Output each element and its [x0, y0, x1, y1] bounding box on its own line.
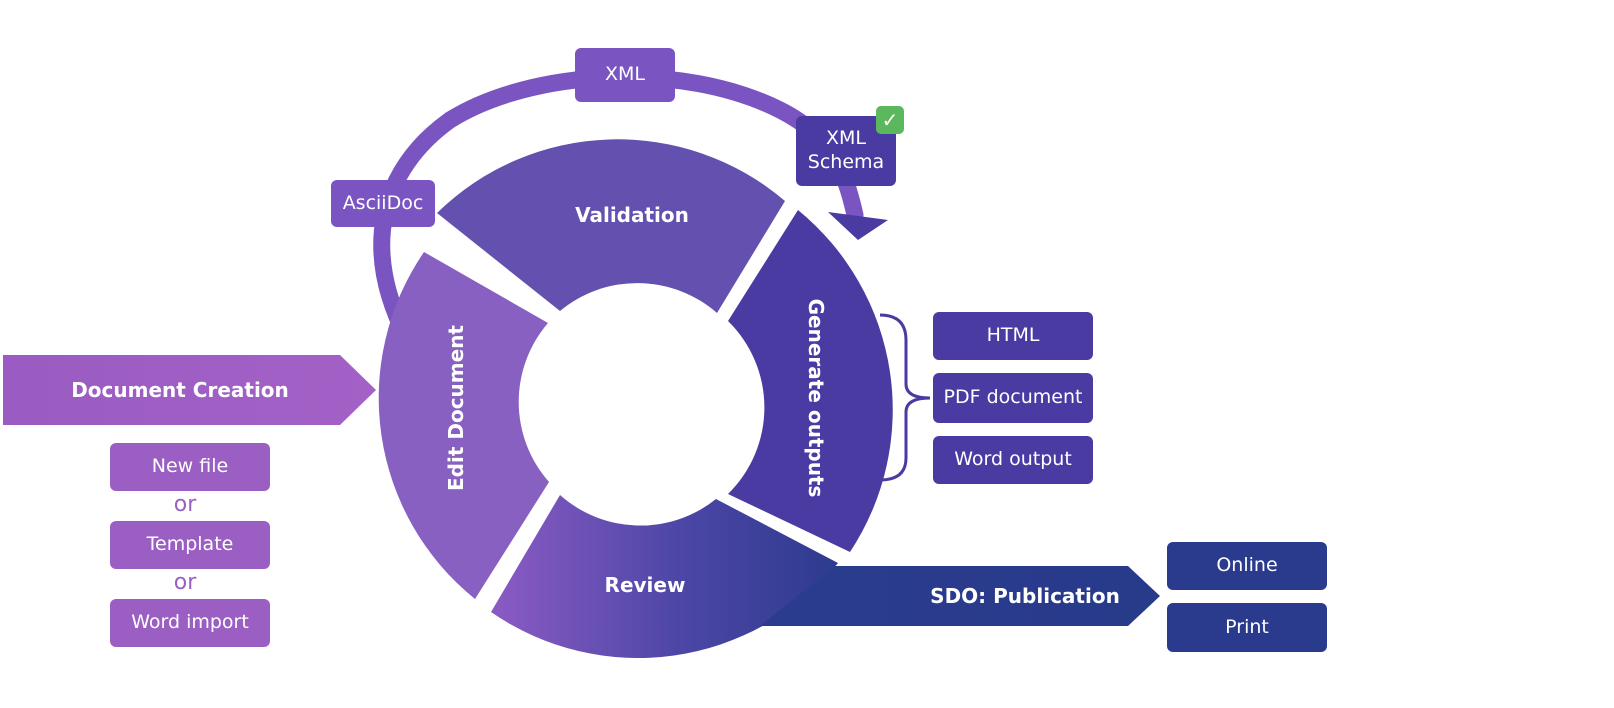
output-pdf-label: PDF document: [943, 386, 1083, 409]
option-new-file-label: New file: [151, 455, 229, 478]
output-word: Word output: [933, 436, 1093, 484]
publication-title: SDO: Publication: [930, 584, 1120, 608]
segment-validation-shape: [437, 139, 785, 313]
or-separator-1: or: [173, 492, 197, 517]
asciidoc-tag: AsciiDoc: [331, 180, 435, 227]
outputs-bracket: [879, 313, 931, 482]
option-template: Template: [110, 521, 270, 569]
segment-edit-document-shape: [378, 252, 549, 599]
channel-print-label: Print: [1225, 615, 1269, 638]
xml-schema-label-line2: Schema: [807, 151, 885, 173]
option-word-import-label: Word import: [131, 611, 249, 634]
option-word-import: Word import: [110, 599, 270, 647]
segment-edit-document-label: Edit Document: [444, 325, 468, 491]
segment-validation-label: Validation: [575, 203, 689, 227]
pipeline-arrowhead: [828, 212, 888, 240]
checkmark-icon: ✓: [876, 106, 904, 134]
output-html-label: HTML: [986, 324, 1040, 347]
output-pdf: PDF document: [933, 373, 1093, 423]
channel-online-label: Online: [1216, 554, 1278, 577]
asciidoc-label: AsciiDoc: [342, 191, 424, 214]
channel-online: Online: [1167, 542, 1327, 590]
xml-tag: XML: [575, 48, 675, 102]
output-word-label: Word output: [954, 448, 1072, 471]
segment-generate-outputs-shape: [728, 210, 893, 552]
channel-print: Print: [1167, 603, 1327, 652]
document-creation-banner: [3, 355, 376, 425]
segment-generate-outputs-label: Generate outputs: [804, 299, 828, 498]
segment-review-label: Review: [605, 573, 686, 597]
or-separator-2: or: [173, 570, 197, 595]
document-creation-title: Document Creation: [71, 378, 289, 402]
publication-banner: [760, 566, 1160, 626]
xml-schema-label-line1: XML: [826, 127, 866, 150]
segment-review-shape: [491, 495, 838, 658]
output-html: HTML: [933, 312, 1093, 360]
option-template-label: Template: [146, 533, 234, 556]
option-new-file: New file: [110, 443, 270, 491]
xml-label: XML: [605, 63, 645, 86]
